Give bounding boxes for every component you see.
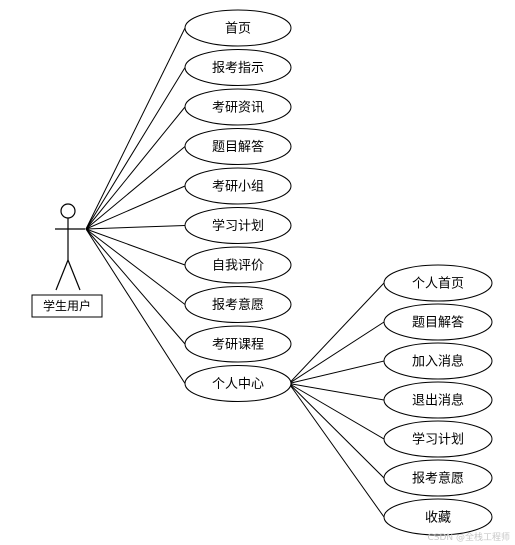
assoc-line-my-intent [288,383,385,479]
actor-left-leg [55,259,69,291]
use-case-personal-center-label: 个人中心 [212,377,264,392]
watermark: CSDN @全栈工程师 [427,531,510,543]
assoc-line-join-msg [288,360,385,384]
use-case-my-intent-ellipse [383,459,493,497]
association-lines [85,27,385,518]
use-case-my-intent: 报考意愿 [383,459,493,497]
use-case-home: 首页 [184,9,292,47]
use-case-my-plan: 学习计划 [383,420,493,458]
use-case-exam-intent: 报考意愿 [184,286,292,323]
use-case-join-msg: 加入消息 [383,342,493,380]
use-case-study-plan: 学习计划 [184,207,292,244]
use-case-my-qa-ellipse [383,303,493,341]
use-case-exam-news-ellipse [184,88,292,126]
assoc-line-quit-msg [288,383,385,401]
use-case-exam-news-label: 考研资讯 [212,101,264,116]
assoc-line-courses [85,228,186,345]
use-case-favorites-ellipse [383,498,493,536]
use-case-quit-msg-label: 退出消息 [412,393,464,409]
assoc-line-my-plan [288,383,385,440]
use-case-qa-label: 题目解答 [212,139,264,155]
use-case-join-msg-label: 加入消息 [412,354,464,370]
use-case-study-group: 考研小组 [184,167,292,205]
assoc-line-exam-guide [85,67,186,230]
actor-label: 学生用户 [43,298,91,313]
use-case-personal-home-ellipse [383,264,493,302]
use-case-personal-home-label: 个人首页 [412,277,464,292]
use-case-exam-intent-ellipse [184,286,292,323]
assoc-line-study-plan [85,225,186,230]
actor-label-box [31,294,103,318]
use-case-exam-guide-label: 报考指示 [212,61,264,76]
use-case-exam-guide: 报考指示 [184,49,292,86]
use-case-home-ellipse [184,9,292,47]
use-case-qa-ellipse [184,128,292,165]
use-case-favorites: 收藏 [383,498,493,536]
use-case-study-plan-ellipse [184,207,292,244]
use-case-self-eval: 自我评价 [184,246,292,284]
actor-student: 学生用户 [31,203,103,318]
use-case-quit-msg: 退出消息 [383,381,493,419]
assoc-line-my-qa [288,321,385,384]
assoc-line-home [85,27,186,230]
assoc-line-personal-center [85,228,186,384]
use-case-my-qa-label: 题目解答 [412,315,464,331]
assoc-line-exam-news [85,106,186,230]
use-case-exam-news: 考研资讯 [184,88,292,126]
use-case-my-plan-label: 学习计划 [412,432,464,448]
actor-right-leg [67,259,81,291]
assoc-line-qa [85,146,186,230]
assoc-line-self-eval [85,228,186,266]
use-case-courses-label: 考研课程 [212,338,264,353]
use-case-study-plan-label: 学习计划 [212,218,264,234]
use-case-qa: 题目解答 [184,128,292,165]
assoc-line-personal-home [288,282,385,384]
use-case-my-intent-label: 报考意愿 [412,471,464,487]
assoc-line-exam-intent [85,228,186,305]
use-case-join-msg-ellipse [383,342,493,380]
assoc-line-study-group [85,185,186,230]
use-case-self-eval-ellipse [184,246,292,284]
use-case-study-group-label: 考研小组 [212,180,264,195]
use-case-courses-ellipse [184,325,292,363]
use-case-self-eval-label: 自我评价 [212,259,264,274]
use-case-exam-guide-ellipse [184,49,292,86]
use-case-courses: 考研课程 [184,325,292,363]
use-case-study-group-ellipse [184,167,292,205]
use-case-personal-center-ellipse [184,365,292,402]
use-case-exam-intent-label: 报考意愿 [212,297,264,313]
use-case-personal-home: 个人首页 [383,264,493,302]
use-case-favorites-label: 收藏 [425,511,451,526]
use-case-quit-msg-ellipse [383,381,493,419]
use-case-my-plan-ellipse [383,420,493,458]
use-case-home-label: 首页 [225,22,251,37]
use-case-my-qa: 题目解答 [383,303,493,341]
actor-head [60,203,76,219]
assoc-line-favorites [288,383,385,518]
use-case-personal-center: 个人中心 [184,365,292,402]
